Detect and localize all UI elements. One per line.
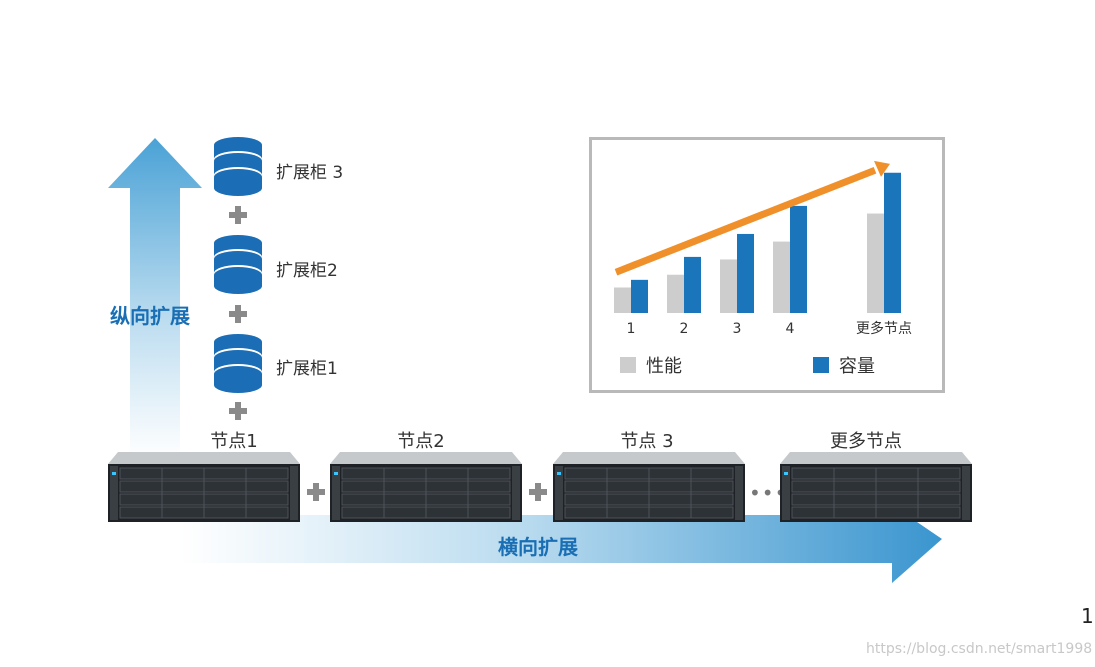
horizontal-scaling-arrow	[180, 505, 942, 583]
page-number: 1	[1081, 604, 1094, 628]
bar-performance-4	[773, 241, 790, 313]
node-2-label: 节点2	[397, 431, 445, 452]
trend-arrow-head	[874, 160, 890, 177]
expansion-cabinet-1-icon	[212, 333, 264, 393]
more-nodes-label: 更多节点	[830, 431, 902, 452]
expansion-cabinet-2-label: 扩展柜2	[276, 261, 338, 281]
legend-performance: 性能	[620, 352, 682, 378]
bar-capacity-5	[884, 172, 901, 313]
node-1-label: 节点1	[210, 431, 258, 452]
bar-performance-1	[614, 287, 631, 313]
expansion-cabinet-1-label: 扩展柜1	[276, 359, 338, 379]
x-tick-label: 2	[680, 321, 689, 337]
trend-arrow-line	[614, 166, 877, 276]
x-tick-label: 3	[733, 321, 742, 337]
bar-performance-5	[867, 213, 884, 313]
server-more-nodes-icon	[780, 452, 972, 522]
server-node-1-icon	[108, 452, 300, 522]
node-3-label: 节点 3	[620, 431, 674, 452]
expansion-cabinet-3-icon	[212, 136, 264, 196]
bar-performance-3	[720, 259, 737, 313]
server-node-2-icon	[330, 452, 522, 522]
plus-icon	[229, 402, 247, 420]
legend-performance-swatch	[620, 357, 636, 373]
vertical-scaling-arrow	[108, 138, 202, 460]
bar-capacity-1	[631, 279, 648, 313]
legend-capacity-swatch	[813, 357, 829, 373]
expansion-cabinet-2-icon	[212, 234, 264, 294]
vertical-scaling-label: 纵向扩展	[110, 304, 190, 328]
x-tick-label: 1	[627, 321, 636, 337]
bar-capacity-4	[790, 205, 807, 313]
x-tick-label: 4	[786, 321, 795, 337]
expansion-cabinet-3-label: 扩展柜 3	[276, 163, 344, 183]
horizontal-scaling-label: 横向扩展	[498, 535, 578, 559]
legend-capacity: 容量	[813, 352, 875, 378]
plus-icon	[529, 483, 547, 501]
x-tick-label: 更多节点	[856, 320, 912, 337]
server-node-3-icon	[553, 452, 745, 522]
scaling-chart: 1 2 3 4 更多节点 性能 容量	[589, 137, 945, 393]
scaling-chart-plot: 1 2 3 4 更多节点	[614, 160, 912, 337]
bar-capacity-2	[684, 256, 701, 313]
plus-icon	[307, 483, 325, 501]
plus-icon	[229, 206, 247, 224]
watermark: https://blog.csdn.net/smart1998	[866, 641, 1093, 657]
bar-capacity-3	[737, 233, 754, 313]
legend-capacity-label: 容量	[839, 356, 875, 377]
bar-performance-2	[667, 274, 684, 313]
plus-icon	[229, 305, 247, 323]
legend-performance-label: 性能	[646, 356, 682, 377]
